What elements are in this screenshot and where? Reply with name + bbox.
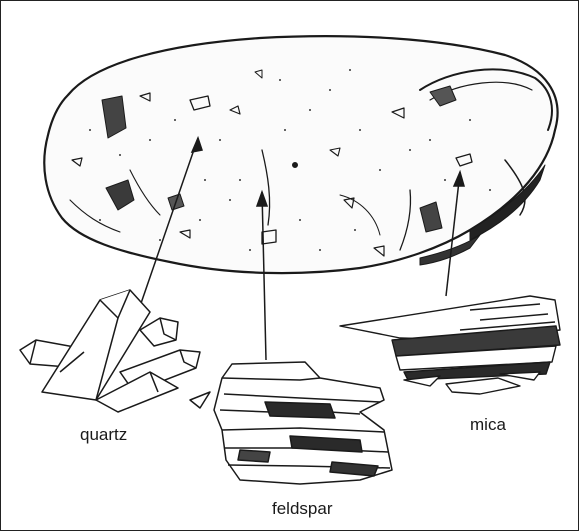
mica-sheets (340, 296, 560, 394)
quartz-crystals (20, 290, 210, 412)
feldspar-label: feldspar (272, 499, 332, 519)
mica-label: mica (470, 415, 506, 435)
granite-rock (44, 36, 557, 273)
quartz-label: quartz (80, 425, 127, 445)
feldspar-crystal (214, 362, 392, 484)
